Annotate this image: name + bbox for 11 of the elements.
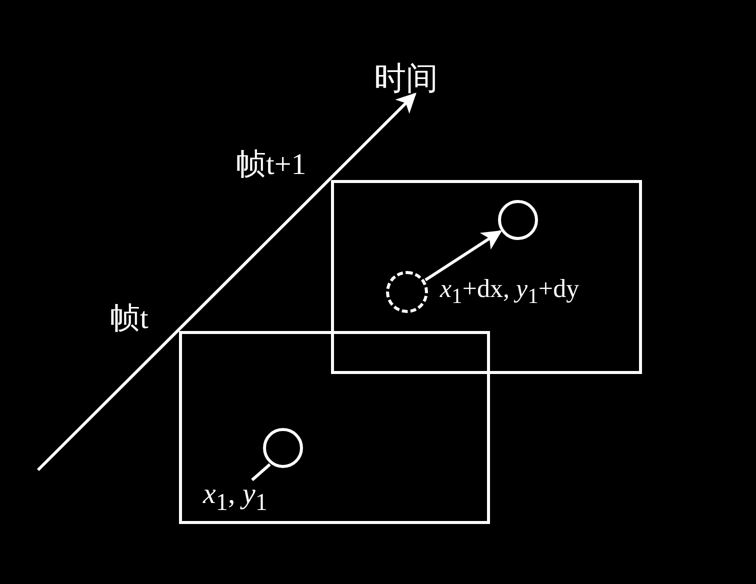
circle bbox=[263, 428, 303, 468]
circle bbox=[498, 200, 538, 240]
leader-line bbox=[251, 463, 271, 482]
frame-label: 帧t+1 bbox=[236, 150, 306, 180]
motion-arrow bbox=[424, 230, 502, 282]
frame-label: 帧t bbox=[110, 304, 148, 334]
time-axis-arrow bbox=[36, 92, 416, 472]
axis-label: 时间 bbox=[374, 62, 438, 94]
coordinate-label: x$_{1}$, y$_{1}$ bbox=[203, 480, 268, 515]
coordinate-label: x$_{1}$+dx, y$_{1}$+dy bbox=[440, 276, 580, 308]
dashed-circle bbox=[386, 271, 428, 313]
